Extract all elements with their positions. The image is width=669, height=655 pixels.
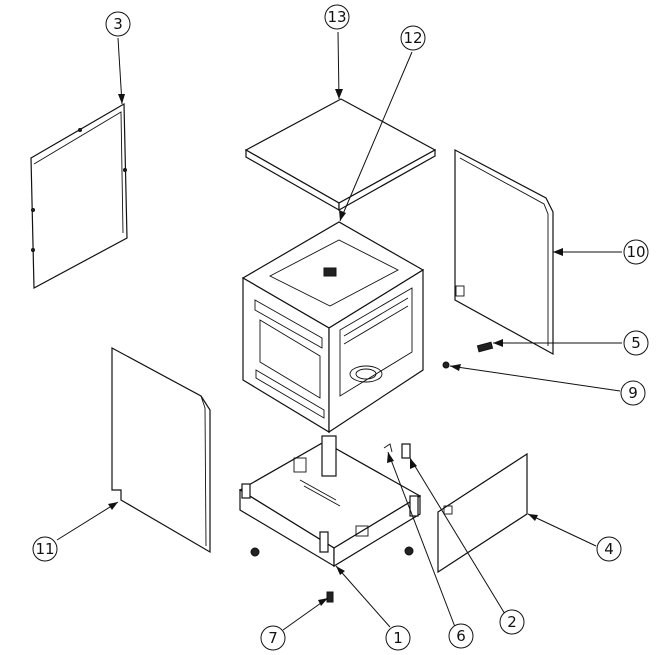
- callout-10-label: 10: [626, 243, 645, 261]
- callout-5: 5: [623, 330, 649, 356]
- part-12-cabinet: [241, 221, 425, 434]
- part-7-foot: [326, 591, 334, 603]
- callout-3-label: 3: [113, 15, 123, 33]
- callout-5-label: 5: [631, 334, 641, 352]
- callout-6: 6: [448, 623, 474, 649]
- base-feet: [250, 546, 414, 557]
- callout-10: 10: [623, 239, 649, 265]
- callout-11-label: 11: [35, 540, 54, 558]
- part-13-top-cover: [244, 98, 437, 212]
- callout-11: 11: [32, 536, 58, 562]
- part-11-side-panel: [111, 346, 211, 554]
- callout-6-label: 6: [456, 627, 466, 645]
- part-3-side-panel: [30, 102, 128, 289]
- part-10-side-panel: [454, 149, 554, 356]
- part-2-bracket: [401, 443, 411, 459]
- part-6-bracket: [383, 443, 393, 453]
- callout-13: 13: [324, 4, 350, 30]
- callout-4-label: 4: [604, 540, 614, 558]
- part-9-screw: [442, 361, 450, 369]
- callout-2-label: 2: [507, 613, 517, 631]
- callout-1: 1: [385, 625, 411, 651]
- callout-13-label: 13: [327, 8, 346, 26]
- part-1-base-tray: [238, 435, 422, 568]
- callout-12-label: 12: [403, 29, 422, 47]
- callout-7-label: 7: [268, 629, 278, 647]
- part-4-panel: [437, 452, 528, 574]
- callout-7: 7: [260, 625, 286, 651]
- callout-9-label: 9: [628, 384, 638, 402]
- callout-4: 4: [596, 536, 622, 562]
- callout-12: 12: [400, 25, 426, 51]
- callout-2: 2: [499, 609, 525, 635]
- callout-1-label: 1: [393, 629, 403, 647]
- leader-lines: [56, 31, 622, 631]
- callout-9: 9: [620, 380, 646, 406]
- callout-3: 3: [105, 11, 131, 37]
- part-5-bracket: [476, 341, 494, 353]
